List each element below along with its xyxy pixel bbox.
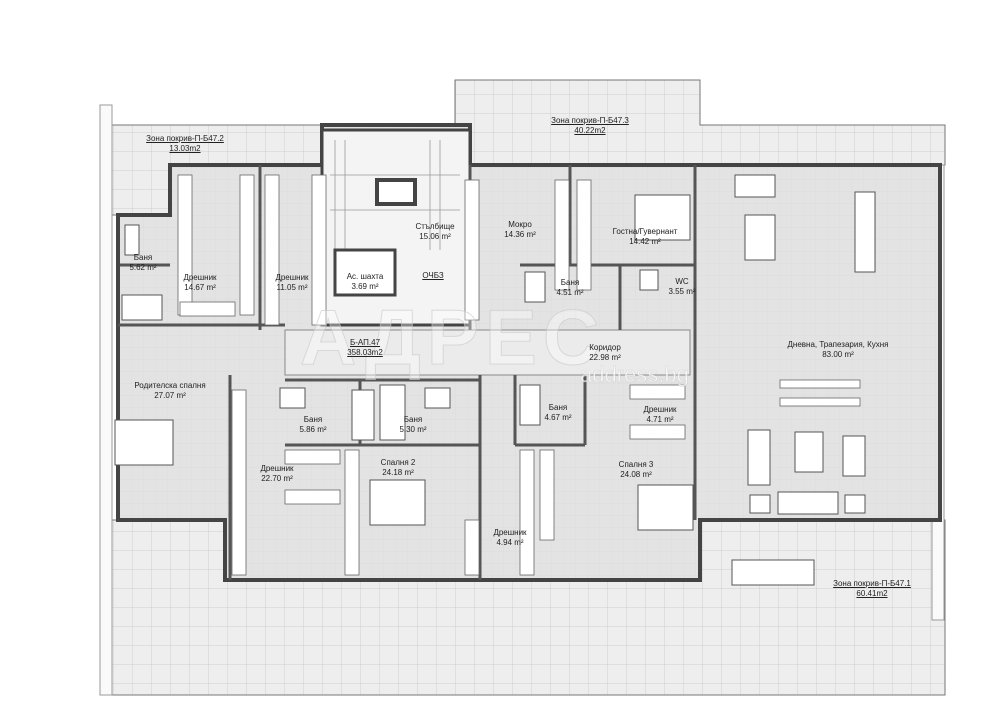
terrace-p-b47-3: [454, 79, 946, 166]
room-label: ОЧБЗ: [422, 271, 444, 280]
bed-guest: [634, 194, 691, 241]
kitchen-island: [744, 214, 776, 261]
bed-3: [637, 484, 694, 531]
bed-2: [369, 479, 426, 526]
watermark-site: address.bg: [580, 362, 689, 388]
watermark-logo: АДРЕС: [299, 293, 606, 382]
building: [114, 123, 942, 586]
terrace-table: [731, 559, 815, 586]
bed-master: [114, 419, 174, 466]
dining-table: [854, 191, 876, 273]
corridor: [284, 329, 691, 376]
elevator-shaft: [333, 248, 397, 297]
